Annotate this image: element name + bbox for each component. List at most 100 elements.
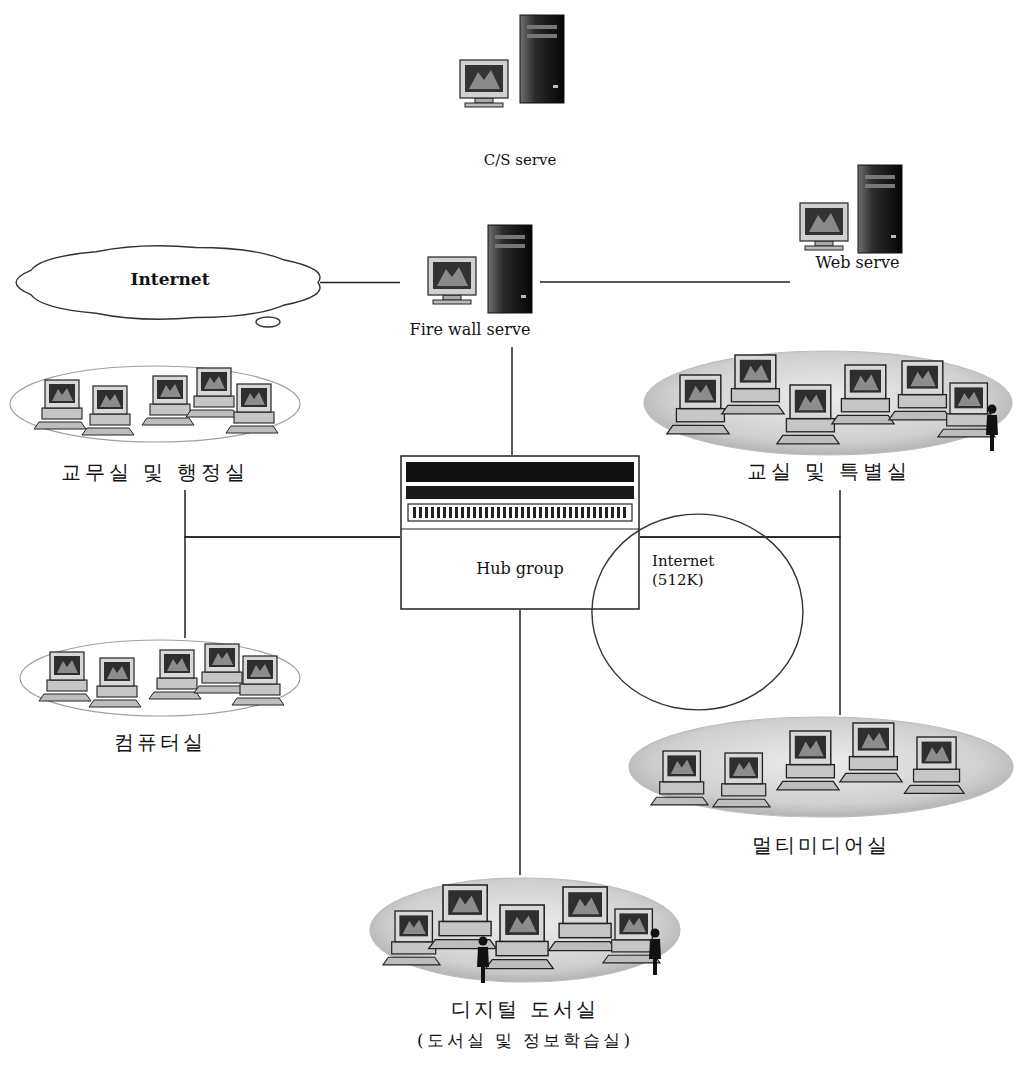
monitor-foot: [433, 300, 471, 304]
monitor-case: [153, 376, 187, 404]
desktop-computer: [904, 737, 964, 793]
monitor-screen: [954, 387, 983, 408]
person-figure: [649, 929, 661, 976]
monitor-foot: [465, 103, 503, 107]
screen-picture: [403, 920, 426, 934]
monitor-case: [243, 656, 277, 684]
desktop-computer: [549, 887, 617, 951]
monitor-case: [45, 380, 79, 408]
system-unit: [90, 414, 130, 425]
system-unit: [898, 395, 946, 408]
network-link: [320, 282, 400, 284]
power-light: [891, 235, 896, 238]
person-body: [649, 939, 661, 975]
system-unit: [42, 408, 82, 419]
system-unit: [240, 684, 280, 695]
screen-picture: [204, 376, 225, 389]
monitor-screen: [164, 654, 190, 673]
desktop-computer: [713, 753, 770, 807]
system-unit: [786, 765, 834, 778]
hub-port: [491, 507, 494, 518]
drive-bay: [527, 25, 557, 29]
system-unit: [150, 404, 190, 415]
monitor-case: [460, 60, 508, 98]
hub-port: [545, 507, 548, 518]
network-link: [185, 490, 400, 537]
monitor-case: [205, 644, 239, 672]
desktop-computer: [777, 731, 839, 790]
monitor-screen: [201, 372, 227, 391]
node-label: 교실 및 특별실: [747, 459, 912, 484]
hub-port: [425, 507, 428, 518]
keyboard: [713, 799, 770, 807]
monitor-screen: [667, 755, 696, 776]
screen-picture: [244, 392, 265, 405]
screen-picture: [688, 385, 713, 401]
port-strip: [408, 504, 632, 521]
label-block: 교실 및 특별실: [640, 459, 1018, 484]
node-label: Fire wall serve: [410, 320, 531, 340]
keyboard: [904, 785, 964, 793]
hub-port: [521, 507, 524, 518]
keyboard: [226, 426, 278, 433]
screen-picture: [52, 388, 73, 401]
screen-picture: [452, 895, 479, 912]
screen-picture: [671, 760, 694, 774]
keyboard: [667, 425, 729, 433]
node-label: 교무실 및 행정실: [61, 460, 250, 485]
hub-case: [401, 456, 639, 609]
hub-port: [419, 507, 422, 518]
network-link: [185, 537, 400, 638]
label-block: 디지털 도서실(도서실 및 정보학습실): [365, 997, 685, 1051]
system-unit: [97, 686, 137, 697]
monitor-screen: [685, 380, 716, 403]
hub-port: [593, 507, 596, 518]
monitor-stand: [815, 241, 833, 246]
keyboard: [82, 428, 134, 435]
hub-port: [509, 507, 512, 518]
hub-band: [406, 486, 634, 499]
desktop-computer: [89, 658, 141, 707]
screen-picture: [958, 392, 981, 406]
monitor-screen: [505, 910, 539, 935]
monitor-screen: [729, 757, 758, 778]
desktop-computer: [226, 384, 278, 433]
screen-picture: [623, 918, 646, 932]
monitor-screen: [795, 736, 826, 759]
hub-port: [587, 507, 590, 518]
screen-picture: [743, 365, 768, 381]
server-node: Web serve: [790, 165, 925, 285]
keyboard: [186, 410, 238, 417]
tower-case: [520, 15, 564, 103]
monitor-icon: [428, 257, 476, 304]
node-label: Hub group: [476, 559, 564, 579]
monitor-screen: [858, 728, 889, 751]
monitor-case: [100, 658, 134, 686]
room-area: [629, 717, 1013, 817]
server-node: C/S serve: [430, 5, 610, 180]
desktop-computer: [486, 905, 554, 969]
hub-port: [455, 507, 458, 518]
monitor-case: [663, 751, 700, 782]
monitor-screen: [399, 915, 428, 936]
system-unit: [660, 782, 704, 794]
system-unit: [914, 769, 960, 782]
system-unit: [234, 412, 274, 423]
desktop-computer: [149, 650, 201, 699]
monitor-screen: [104, 662, 130, 681]
desktop-computer: [39, 652, 91, 701]
screen-picture: [250, 664, 271, 677]
hub-port: [515, 507, 518, 518]
hub-port: [617, 507, 620, 518]
desktop-computer: [194, 644, 246, 693]
room-area: [20, 640, 300, 716]
system-unit: [157, 678, 197, 689]
keyboard: [486, 960, 554, 969]
room-group: 디지털 도서실(도서실 및 정보학습실): [365, 875, 685, 1065]
monitor-case: [680, 375, 721, 409]
keyboard: [840, 773, 902, 781]
monitor-screen: [805, 208, 843, 235]
monitor-screen: [241, 388, 267, 407]
hub-port: [437, 507, 440, 518]
